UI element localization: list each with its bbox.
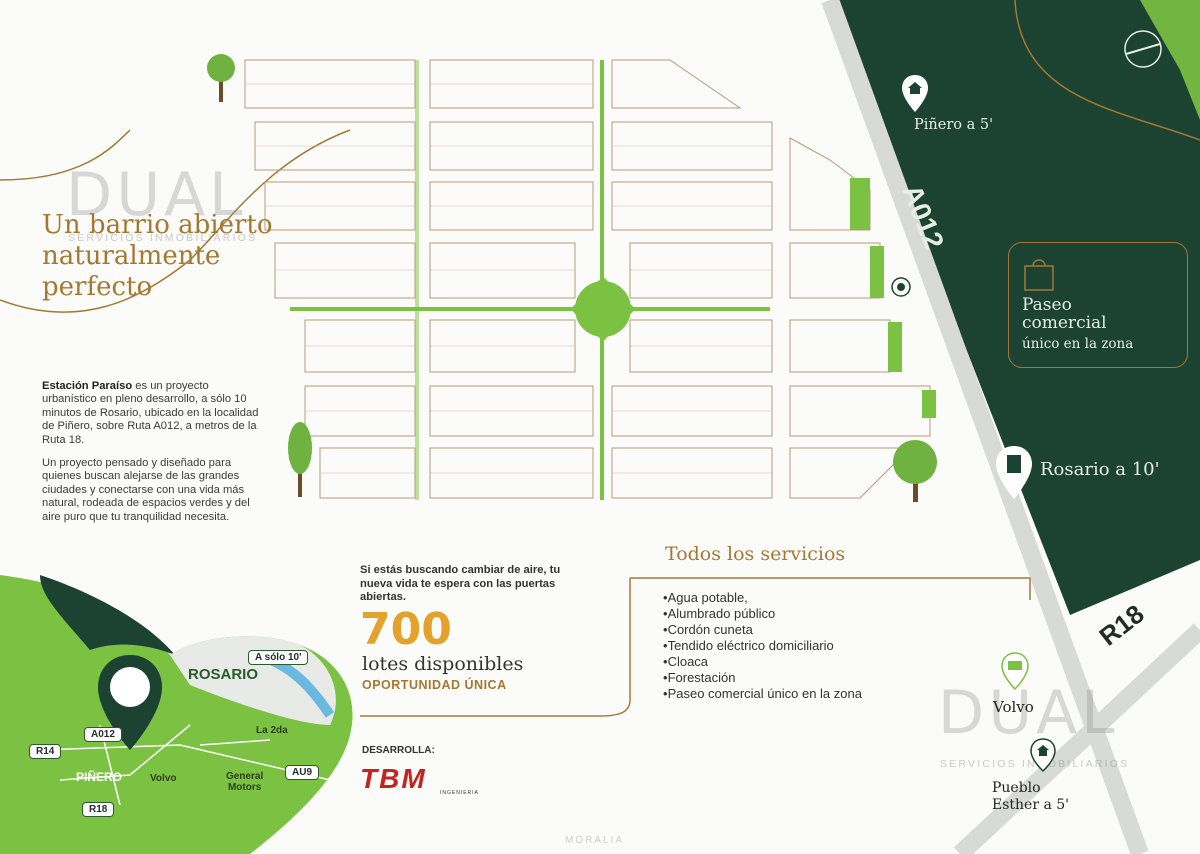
pin-rosario-label: Rosario a 10' (1040, 459, 1160, 480)
developer-tagline: INGENIERIA (440, 790, 479, 796)
lot-block-d (789, 385, 931, 437)
service-item: Alumbrado público (663, 606, 862, 622)
service-item: Cloaca (663, 654, 862, 670)
lot-block-e (789, 447, 912, 499)
offer-count: 700 (360, 604, 452, 655)
gm-line2: Motors (227, 782, 262, 793)
minimap-general-motors: General Motors (226, 771, 263, 793)
lot-block-c (789, 319, 891, 373)
minimap-volvo: Volvo (150, 773, 177, 784)
pin-pueblo-label: Pueblo Esther a 5' (992, 780, 1069, 814)
building-pin-icon (996, 446, 1032, 499)
paseo-line1: Paseo (1022, 295, 1072, 315)
pin-volvo-label: Volvo (993, 698, 1034, 716)
minimap-r18: R18 (82, 802, 115, 817)
dark-green-panel (830, 0, 1200, 615)
service-item: Tendido eléctrico domiciliario (663, 638, 862, 654)
tree-icon (288, 422, 312, 497)
services-title: Todos los servicios (665, 543, 846, 565)
truck-pin-icon (1001, 652, 1029, 690)
paseo-frame (1008, 242, 1188, 368)
minimap-r14: R14 (29, 744, 62, 759)
hero-title: Un barrio abierto naturalmente perfecto (42, 210, 273, 302)
developer-logo: TBM (360, 763, 427, 795)
location-marker-icon (891, 277, 911, 297)
intro-p2: Un proyecto pensado y diseñado para quie… (42, 457, 250, 523)
road-r18 (953, 623, 1200, 854)
house-pin-icon (1030, 738, 1056, 772)
lot-block-f (611, 59, 742, 109)
mini-map (0, 575, 353, 854)
watermark-subtitle: SERVICIOS INMOBILIARIOS (68, 232, 258, 244)
lot-block-p (429, 242, 576, 299)
service-item: Agua potable, (663, 590, 862, 606)
developer-name: TBM (360, 763, 427, 794)
tree-icon (207, 54, 235, 102)
minimap-pinero: PIÑERO (76, 770, 123, 784)
paseo-subtitle: único en la zona (1022, 336, 1134, 352)
intro-p1: es un proyecto urbanístico en pleno desa… (42, 380, 259, 446)
lot-block-w (274, 242, 416, 299)
watermark-title: DUAL (66, 160, 247, 230)
lot-block-b (789, 242, 881, 299)
minimap-la2da: La 2da (256, 725, 288, 736)
watermark-mid: MORALIA (565, 835, 625, 846)
minimap-a012: A012 (84, 727, 122, 742)
offer-lotes: lotes disponibles (362, 653, 524, 675)
pueblo-line2: Esther a 5' (992, 797, 1070, 813)
service-item: Cordón cuneta (663, 622, 862, 638)
shopping-bag-icon (1024, 259, 1054, 291)
road-a012 (821, 0, 1149, 854)
intro-text: Estación Paraíso es un proyecto urbaníst… (42, 380, 260, 534)
map-pin-icon (902, 75, 928, 112)
gm-line1: General (226, 771, 264, 782)
offer-oportunidad: OPORTUNIDAD ÚNICA (362, 678, 507, 692)
services-list: Agua potable, Alumbrado público Cordón c… (663, 590, 862, 702)
watermark-title: DUAL (938, 678, 1119, 748)
pin-pinero-label: Piñero a 5' (914, 117, 994, 133)
minimap-a-solo: A sólo 10' (248, 650, 309, 665)
lot-block-i (629, 242, 773, 299)
paseo-line2: comercial (1022, 313, 1107, 333)
paseo-title: Paseo comercial (1022, 296, 1107, 332)
service-item: Forestación (663, 670, 862, 686)
minimap-au9: AU9 (285, 765, 320, 780)
minimap-rosario: ROSARIO (188, 666, 259, 683)
service-item: Paseo comercial único en la zona (663, 686, 862, 702)
developer-label: DESARROLLA: (362, 745, 435, 756)
pueblo-line1: Pueblo (992, 780, 1041, 796)
intro-brand: Estación Paraíso (42, 380, 133, 392)
compass-icon (1124, 30, 1162, 68)
watermark-subtitle: SERVICIOS INMOBILIARIOS (940, 758, 1130, 770)
offer-lead: Si estás buscando cambiar de aire, tu nu… (360, 564, 561, 604)
tree-icon (893, 440, 937, 502)
